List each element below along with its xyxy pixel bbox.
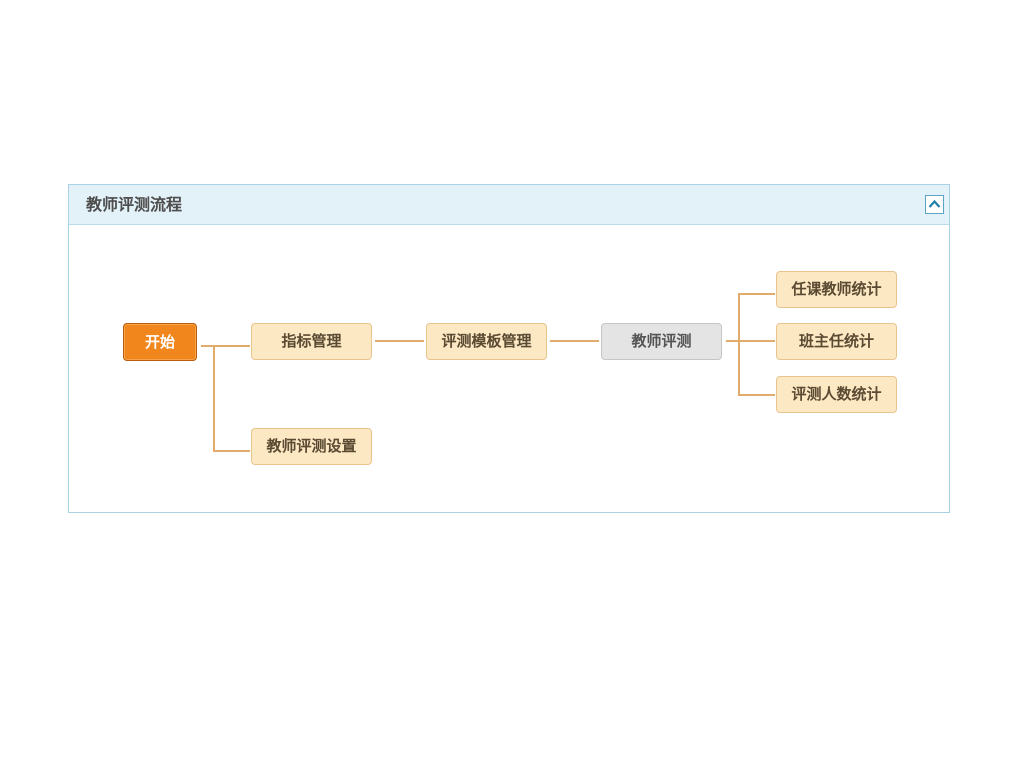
collapse-button[interactable] xyxy=(925,195,944,214)
course-teacher-stats-node[interactable]: 任课教师统计 xyxy=(776,271,897,308)
connector-line xyxy=(738,394,775,396)
chevron-up-icon xyxy=(928,199,941,208)
connector-line xyxy=(550,340,599,342)
connector-line xyxy=(726,340,775,342)
connector-line xyxy=(375,340,424,342)
connector-line xyxy=(738,293,740,396)
class-teacher-stats-node[interactable]: 班主任统计 xyxy=(776,323,897,360)
template-management-node[interactable]: 评测模板管理 xyxy=(426,323,547,360)
connector-line xyxy=(213,450,250,452)
connector-line xyxy=(738,293,775,295)
evaluation-settings-node[interactable]: 教师评测设置 xyxy=(251,428,372,465)
indicator-management-node[interactable]: 指标管理 xyxy=(251,323,372,360)
panel-header: 教师评测流程 xyxy=(69,185,949,225)
start-node[interactable]: 开始 xyxy=(123,323,197,361)
connector-line xyxy=(201,345,250,347)
panel-title: 教师评测流程 xyxy=(86,195,183,214)
evaluator-count-stats-node[interactable]: 评测人数统计 xyxy=(776,376,897,413)
connector-line xyxy=(213,345,215,452)
teacher-evaluation-node[interactable]: 教师评测 xyxy=(601,323,722,360)
